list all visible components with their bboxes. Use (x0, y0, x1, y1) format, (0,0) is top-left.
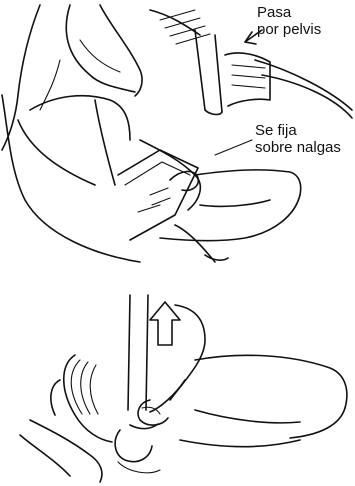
strap-tightening-illustration (0, 290, 355, 486)
label-pasa-por-pelvis: Pasa por pelvis (257, 4, 321, 38)
label-nalgas-line2: sobre nalgas (255, 139, 341, 156)
label-pelvis-line1: Pasa (257, 4, 321, 21)
arrow-up-icon (150, 302, 180, 345)
label-se-fija-sobre-nalgas: Se fija sobre nalgas (255, 122, 341, 156)
label-pelvis-line2: por pelvis (257, 21, 321, 38)
label-nalgas-line1: Se fija (255, 122, 341, 139)
hand-pulling-strap-drawing (0, 290, 355, 486)
